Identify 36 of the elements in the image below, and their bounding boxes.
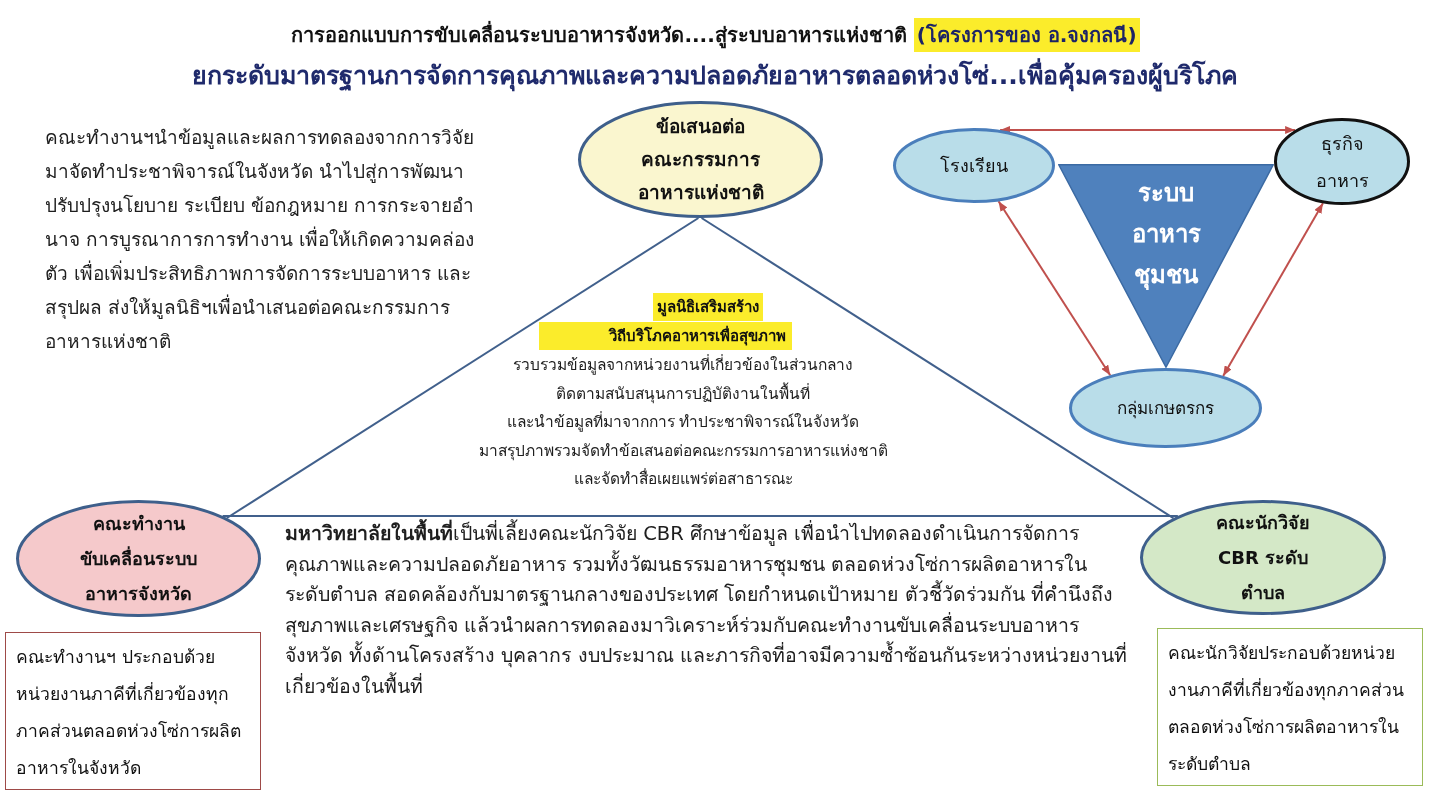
title: การออกแบบการขับเคลื่อนระบบอาหารจังหวัด....สู่ระบบอาหารแห่งชาติ [291, 20, 907, 51]
node-label: คณะนักวิจัยประกอบด้วยหน่วยงานภาคีที่เกี่ยวข้องทุกภาคส่วนตลอดห่วงโซ่การผลิตอาหารในระดับตำบล [1168, 642, 1405, 776]
connector-line [700, 217, 1175, 520]
node-label: คณะทำงาน ขับเคลื่อนระบบ อาหารจังหวัด [80, 512, 197, 606]
double-arrow [999, 126, 1297, 134]
node-label: ธุรกิจ อาหาร [1315, 131, 1369, 193]
member-note-box [1157, 628, 1423, 786]
double-arrow [1222, 202, 1324, 377]
node-label: ระบบ อาหาร ชุมชน [1131, 177, 1201, 292]
proposal-oval [578, 101, 823, 218]
connector-line [221, 515, 1179, 517]
node-label: ข้อเสนอต่อ คณะกรรมการ อาหารแห่งชาติ [637, 114, 764, 205]
research-team-oval [1140, 500, 1386, 615]
food-business-oval [1274, 118, 1410, 205]
task-text: รวบรวมข้อมูลจากหน่วยงานที่เกี่ยวข้องในส่วนกลาง [513, 353, 853, 377]
project-note: (โครงการของ อ.จงกลนี) [913, 18, 1140, 52]
school-oval [893, 128, 1055, 203]
node-label: โรงเรียน [940, 153, 1008, 178]
highlighted-heading: วิถีบริโภคอาหารเพื่อสุขภาพ [539, 322, 792, 350]
node-label: กลุ่มเกษตรกร [1117, 397, 1214, 421]
working-group-oval [16, 500, 261, 617]
task-text: และจัดทำสื่อเผยแพร่ต่อสาธารณะ [573, 467, 793, 490]
member-note-box [5, 632, 261, 790]
node-label: คณะนักวิจัย CBR ระดับ ตำบล [1215, 511, 1311, 605]
description-paragraph: มหาวิทยาลัยในพื้นที่เป็นพี่เลี้ยงคณะนักวิจัย CBR ศึกษาข้อมูล เพื่อนำไปทดลองดำเนินการจัดการคุณภาพและความปลอดภัยอาหาร รวมทั้งวัฒนธรรมอาหารชุมชน ตลอดห่วงโซ่การผลิตอาหารในระดับตำบล สอดคล้องกับมาตรฐานกลางของประเทศ โดยกำหนดเป้าหมาย ตัวชี้วัดร่วมกัน ที่คำนึงถึงสุขภาพและเศรษฐกิจ แล้วนำผลการทดลองมาวิเคราะห์ร่วมกับคณะทำงานขับเคลื่อนระบบอาหารจังหวัด ทั้งด้านโครงสร้าง บุคลากร งบประมาณ และภารกิจที่อาจมีความซ้ำซ้อนกันระหว่างหน่วยงานที่เกี่ยวข้องในพื้นที่ [285, 519, 1130, 702]
task-text: และนำข้อมูลที่มาจากการ ทำประชาพิจารณ์ในจังหวัด [506, 410, 860, 434]
connector-line [225, 217, 700, 519]
description-paragraph: คณะทำงานฯนำข้อมูลและผลการทดลองจากการวิจัยมาจัดทำประชาพิจารณ์ในจังหวัด นำไปสู่การพัฒนาปรับปรุงนโยบาย ระเบียบ ข้อกฎหมาย การกระจายอำนาจ การบูรณาการการทำงาน เพื่อให้เกิดความคล่องตัว เพื่อเพิ่มประสิทธิภาพการจัดการระบบอาหาร และสรุปผล ส่งให้มูลนิธิฯเพื่อนำเสนอต่อคณะกรรมการอาหารแห่งชาติ [45, 125, 476, 354]
task-text: ติดตามสนับสนุนการปฏิบัติงานในพื้นที่ [556, 381, 810, 406]
subtitle: ยกระดับมาตรฐานการจัดการคุณภาพและความปลอดภัยอาหารตลอดห่วงโซ่...เพื่อคุ้มครองผู้บริโภค [192, 55, 1238, 95]
node-label: คณะทำงานฯ ประกอบด้วยหน่วยงานภาคีที่เกี่ยวข้องทุกภาคส่วนตลอดห่วงโซ่การผลิตอาหารในจังหวัด [16, 646, 242, 780]
farmer-group-oval [1069, 368, 1262, 448]
community-food-triangle [1058, 164, 1274, 368]
double-arrow [997, 200, 1112, 377]
task-text: มาสรุปภาพรวมจัดทำข้อเสนอต่อคณะกรรมการอาหารแห่งชาติ [478, 441, 888, 463]
highlighted-heading: มูลนิธิเสริมสร้าง [653, 293, 763, 321]
